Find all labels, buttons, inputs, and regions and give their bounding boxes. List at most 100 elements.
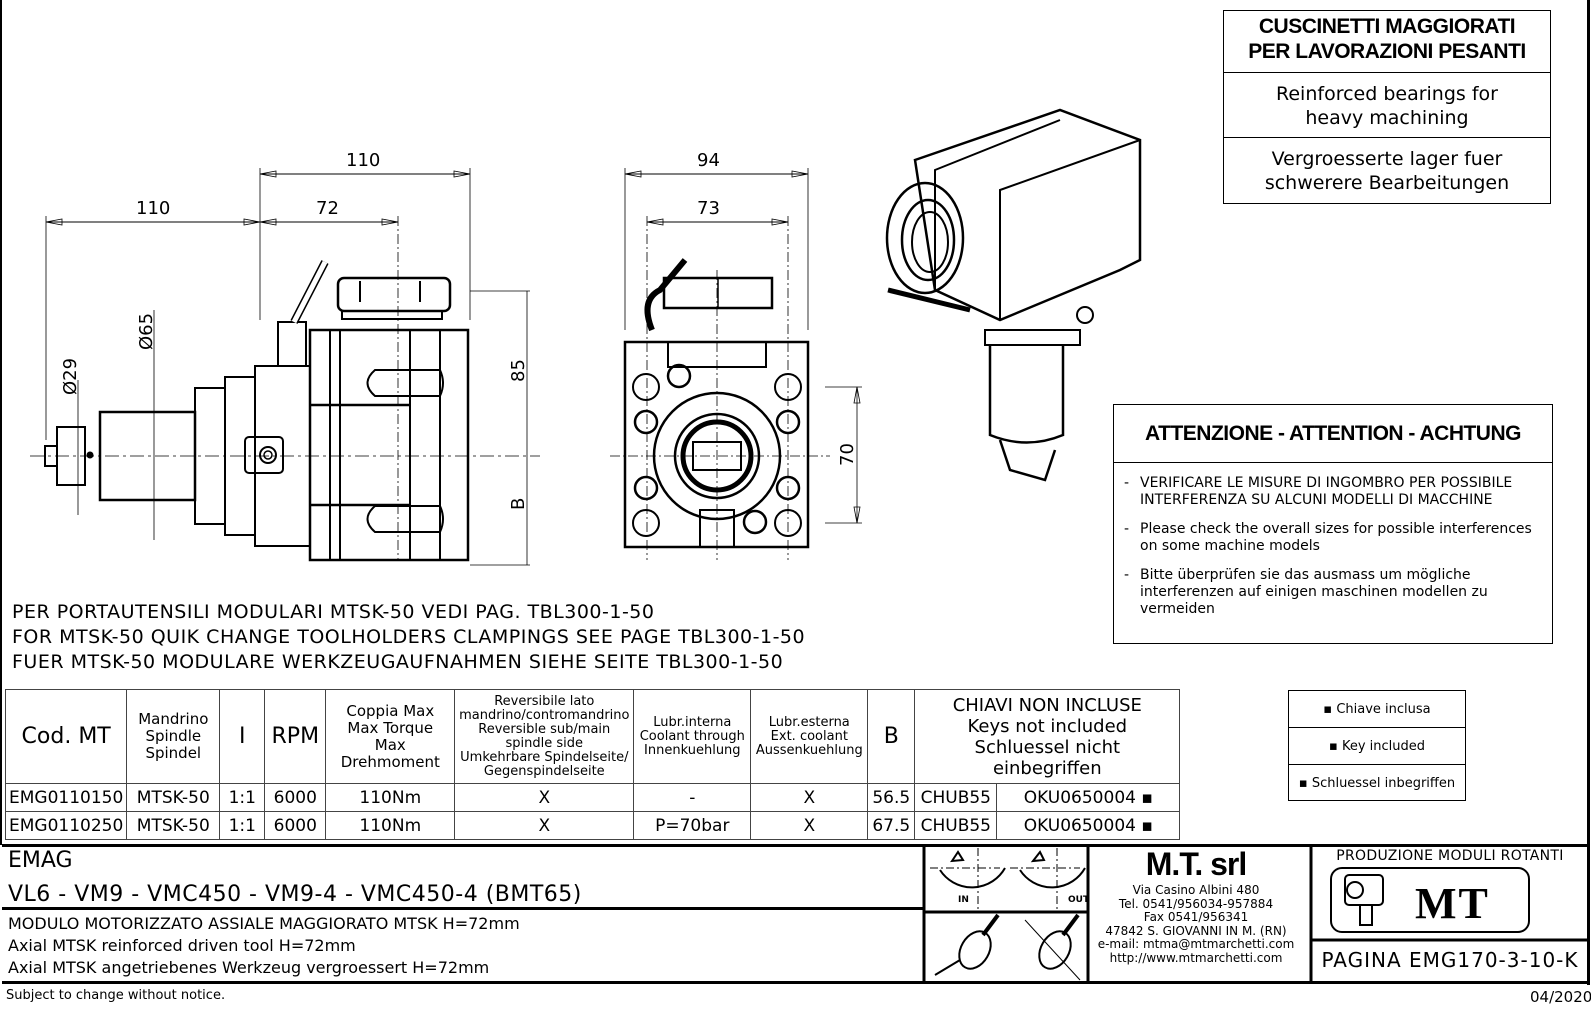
frame-border-right [1587,0,1590,985]
bolt-hole-small [742,509,768,535]
shaft-collar [56,426,86,486]
cell-code: EMG0110150 [4,783,128,812]
cell-spindle: MTSK-50 [126,783,221,812]
shaft-hole [86,451,94,459]
cell-torque: 110Nm [325,811,456,840]
mt-logo-text: MT [1415,879,1490,928]
housing-main [308,328,470,562]
company-fax: Fax 0541/956341 [1143,910,1249,924]
front-plate [623,340,810,549]
dim-label-94: 94 [697,150,720,171]
description-de: Axial MTSK angetriebenes Werkzeug vergro… [8,958,490,977]
machine-models: VL6 - VM9 - VMC450 - VM9-4 - VMC450-4 (B… [8,882,582,907]
heading-title: CUSCINETTI MAGGIORATI PER LAVORAZIONI PE… [1224,11,1550,73]
bolt-hole [632,373,660,401]
cell-key1: CHUB55 [914,811,998,840]
port-circle [259,446,277,464]
coolant-fitting [277,321,307,367]
cell-rpm: 6000 [264,783,327,812]
company-city: 47842 S. GIOVANNI IN M. (RN) [1105,923,1287,938]
iso-spindle [988,345,1065,444]
cell-spindle: MTSK-50 [126,811,221,840]
side-view-drawing [30,168,540,566]
bolt-hole [774,509,802,537]
company-name: M.T. srl [1145,846,1247,882]
dim-label-b: B [508,498,529,510]
company-contact: Via Casino Albini 480 Tel. 0541/956034-9… [1090,883,1302,965]
iso-tip [998,439,1057,482]
col-code: Cod. MT [4,689,128,784]
arrow-head [45,218,63,226]
arrow-head [453,170,471,178]
coolant-pipe-inner [291,260,328,324]
toolholder-notes: PER PORTAUTENSILI MODULARI MTSK-50 VEDI … [12,600,805,675]
cell-coolant-internal: - [633,783,752,812]
col-rpm: RPM [264,689,327,784]
col-torque: Coppia Max Max Torque Max Drehmoment [325,689,456,784]
iso-bore [911,211,949,273]
heading-box: CUSCINETTI MAGGIORATI PER LAVORAZIONI PE… [1223,10,1551,204]
iso-housing [913,108,1142,322]
cell-ratio: 1:1 [219,811,266,840]
disclaimer: Subject to change without notice. [6,988,226,1003]
arrow-head [791,170,809,178]
company-address: Via Casino Albini 480 [1132,883,1260,897]
col-coolant-external: Lubr.esterna Ext. coolant Aussenkuehlung [750,689,869,784]
dim-label-dia29: Ø29 [60,358,81,395]
cell-code: EMG0110250 [4,811,128,840]
cell-b: 56.5 [867,783,916,812]
wrench-forbidden-icon [1024,913,1081,981]
port-inner [263,450,273,460]
cell-coolant-external: X [750,783,869,812]
iso-edge [934,119,1061,290]
revision-date: 04/2020 [1530,988,1591,1006]
arrow-head [259,218,277,226]
bolt-hole [632,509,660,537]
arrow-head [624,170,642,178]
front-view-drawing [610,168,862,560]
attention-item-en: -Please check the overall sizes for poss… [1124,521,1532,554]
note-it: PER PORTAUTENSILI MODULARI MTSK-50 VEDI … [12,601,655,623]
attention-title: ATTENZIONE - ATTENTION - ACHTUNG [1114,405,1552,463]
logo-module-icon [1344,874,1384,926]
iso-nut [885,181,965,295]
legend-item-en: ▪ Key included [1289,728,1465,765]
col-keys: CHIAVI NON INCLUSE Keys not included Sch… [914,689,1181,784]
isometric-view-drawing [885,108,1142,482]
bolt-hole-small [633,475,659,501]
cell-key2: OKU0650004 ▪ [996,783,1181,812]
arrow-head [853,506,861,524]
production-label: PRODUZIONE MODULI ROTANTI [1336,848,1564,864]
description-it: MODULO MOTORIZZATO ASSIALE MAGGIORATO MT… [8,914,520,933]
attention-box: ATTENZIONE - ATTENTION - ACHTUNG -VERIFI… [1113,404,1553,644]
table-row: EMG0110150 MTSK-50 1:1 6000 110Nm X - X … [4,783,1181,812]
arrow-head [853,386,861,404]
table-row: EMG0110250 MTSK-50 1:1 6000 110Nm X P=70… [4,811,1181,840]
col-spindle: Mandrino Spindle Spindel [126,689,221,784]
cell-key2: OKU0650004 ▪ [996,811,1181,840]
machine-brand: EMAG [8,848,73,873]
cell-coolant-internal: P=70bar [633,811,752,840]
description-en: Axial MTSK reinforced driven tool H=72mm [8,936,356,955]
bolt-hole-small [775,409,801,435]
nut-top [336,276,452,313]
title-block [2,844,1590,984]
cell-rpm: 6000 [264,811,327,840]
company-tel: Tel. 0541/956034-957884 [1118,896,1274,911]
cell-key1: CHUB55 [914,783,998,812]
iso-bolt [1076,306,1094,324]
frame-border-left [0,0,2,845]
arrow-head [771,218,789,226]
cell-reversible: X [454,783,635,812]
table-header-row: Cod. MT Mandrino Spindle Spindel I RPM C… [4,689,1181,784]
bolt-hole-small [666,363,692,389]
company-website[interactable]: http://www.mtmarchetti.com [1109,950,1283,965]
col-ratio: I [219,689,266,784]
iso-edge [999,139,1141,320]
rotation-in-icon [930,848,1006,912]
bolt-hole [774,373,802,401]
company-email[interactable]: e-mail: mtma@mtmarchetti.com [1097,937,1295,951]
arrow-head [243,218,261,226]
dim-label-70: 70 [837,443,858,466]
key-legend: ▪ Chiave inclusa ▪ Key included ▪ Schlue… [1288,690,1466,801]
